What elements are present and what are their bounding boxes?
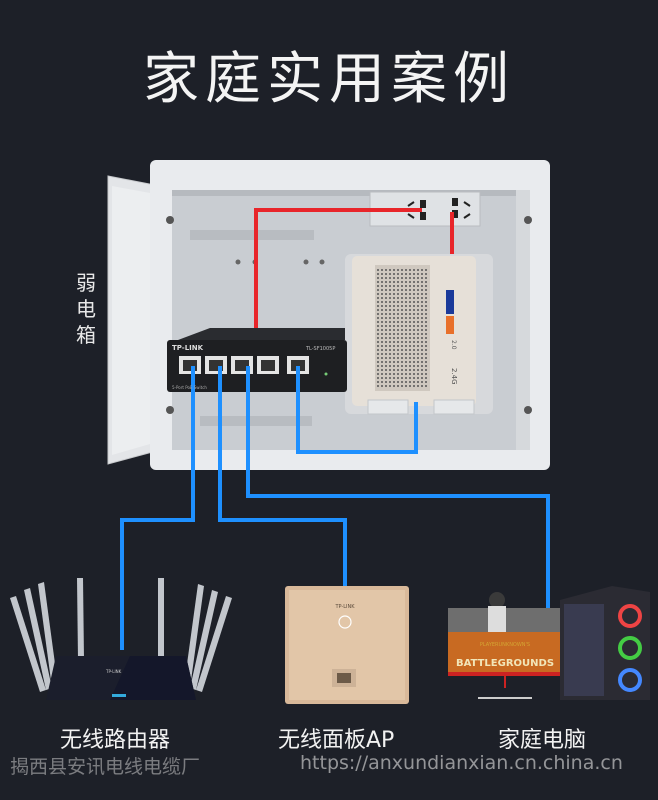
caption-pc: 家庭电脑 <box>498 728 587 753</box>
optical-modem: 2.4G <box>345 254 493 415</box>
switch-model: TL-SF1005P <box>305 346 335 352</box>
wall-ap-panel: TP-LINK <box>285 586 409 704</box>
modem-tag: 2.4G <box>450 368 458 385</box>
network-cable-ap <box>218 366 347 588</box>
switch-subtitle: 5-Port PoE Switch <box>172 385 207 390</box>
screw-icon <box>524 216 532 224</box>
network-cable-router <box>120 366 195 650</box>
wireless-router <box>10 578 232 700</box>
network-cable-pc <box>246 366 550 620</box>
screen-title: BATTLEGROUNDS <box>456 658 554 669</box>
screen-subtitle: PLAYERUNKNOWN'S <box>480 642 530 648</box>
enclosure-label: 弱电箱 <box>76 271 96 347</box>
modem-version: 2.0 <box>450 340 457 350</box>
watermark-company: 揭西县安讯电线电缆厂 <box>10 756 201 778</box>
router-brand: TP-LINK <box>105 669 122 674</box>
screw-icon <box>524 406 532 414</box>
gaming-pc: PLAYERUNKNOWN'S BATTLEGROUNDS <box>448 586 650 700</box>
watermark-url[interactable]: https://anxundianxian.cn.china.cn <box>300 752 623 774</box>
ap-brand: TP-LINK <box>334 604 355 610</box>
page-title: 家庭实用案例 <box>143 47 515 112</box>
switch-brand: TP-LINK <box>172 344 204 352</box>
screw-icon <box>166 216 174 224</box>
modem-brand: 天翼 <box>445 292 453 306</box>
caption-router: 无线路由器 <box>60 728 171 753</box>
poe-switch: TP-LINK TL-SF1005P <box>167 328 347 392</box>
screw-icon <box>166 406 174 414</box>
network-cable-modem <box>296 366 418 454</box>
power-cable <box>254 208 422 330</box>
caption-ap: 无线面板AP <box>278 728 395 753</box>
switch-ports <box>179 356 309 374</box>
